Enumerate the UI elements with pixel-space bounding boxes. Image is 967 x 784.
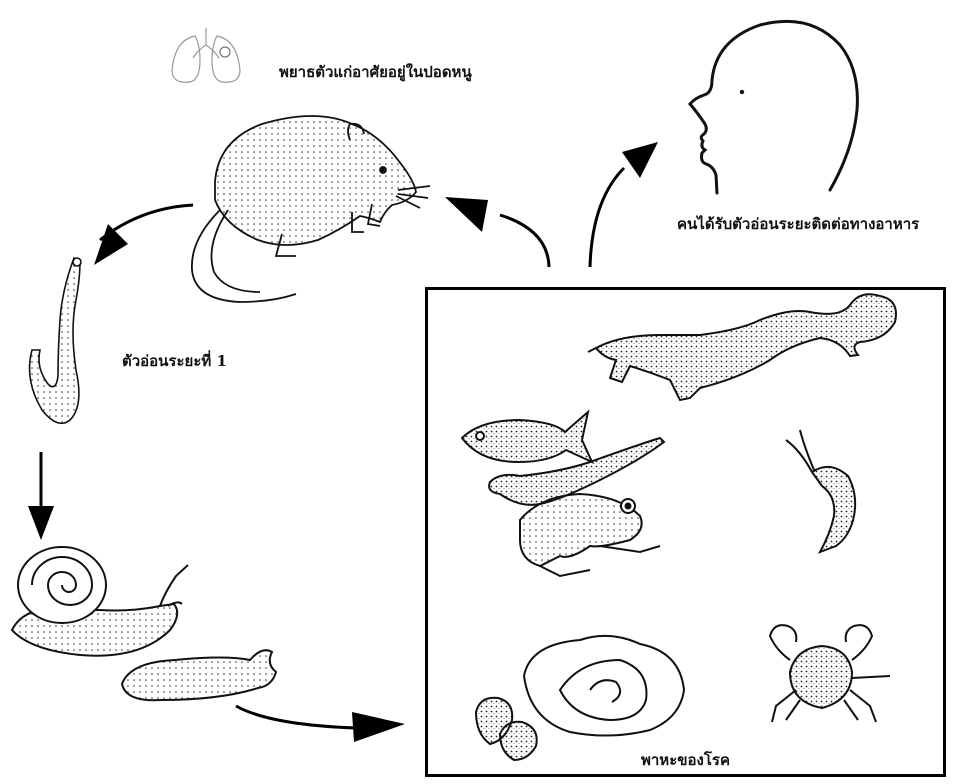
lizard-icon — [588, 294, 896, 400]
arrowhead-carriers-to-rat — [445, 197, 488, 232]
snail-icon — [12, 547, 188, 656]
arrowhead-slug-to-carriers — [352, 712, 405, 742]
crab-icon — [770, 625, 890, 722]
strawberry-icon — [476, 698, 537, 760]
arrow-carriers-to-rat — [500, 215, 549, 267]
arrowhead-rat-to-larva — [94, 224, 128, 265]
slug-icon — [122, 650, 276, 700]
rat-icon — [192, 116, 430, 302]
human-head-icon — [690, 21, 857, 193]
frog-icon — [520, 494, 660, 576]
arrow-slug-to-carriers — [236, 706, 356, 728]
arrowhead-carriers-to-human — [622, 142, 658, 178]
larva-icon — [30, 258, 81, 423]
cabbage-icon — [524, 636, 684, 736]
fish-icon — [462, 412, 592, 462]
arrow-carriers-to-human — [590, 168, 624, 267]
arrowhead-larva-to-snail — [28, 506, 54, 540]
shrimp-icon — [786, 430, 855, 552]
lungs-icon — [172, 28, 240, 82]
